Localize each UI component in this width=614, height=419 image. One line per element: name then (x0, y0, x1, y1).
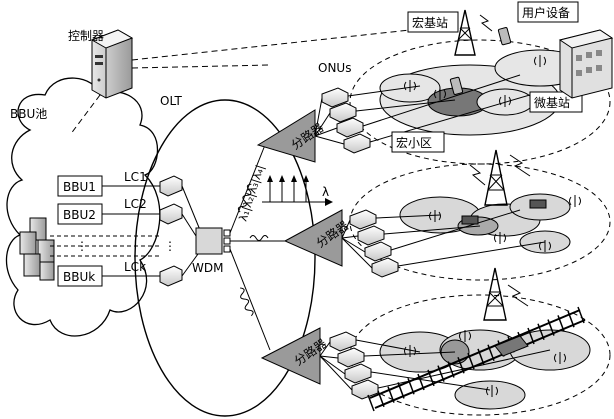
link-lc1-wdm (181, 185, 201, 231)
train-track-icon (367, 306, 586, 412)
bbu-pool-label: BBU池 (10, 107, 47, 121)
bbu1-label: BBU1 (63, 180, 96, 194)
splitter-onu-link (341, 237, 373, 269)
macro-station-box (407, 11, 459, 33)
splitter-onu-link (341, 219, 351, 239)
mid-tower-icon (484, 149, 508, 206)
onu-icon (343, 133, 371, 154)
olt-ellipse (134, 99, 316, 417)
splitter-onu-link (314, 112, 331, 137)
onu-cell-link (347, 85, 421, 97)
onu-icon (329, 102, 357, 123)
macro-cell-label: 宏小区 (396, 135, 432, 150)
macro-station-label: 宏基站 (412, 15, 448, 30)
onu-icon (329, 331, 357, 352)
lc2-label: LC2 (124, 197, 147, 211)
onus-label: ONUs (318, 61, 351, 75)
wireless-link-icon (479, 14, 493, 32)
lc-devices (159, 175, 183, 287)
signal-wave-1 (237, 183, 252, 213)
lc-dots: ⋮ (164, 239, 176, 253)
signal-wave-3 (240, 287, 254, 317)
user-device-label: 用户设备 (522, 5, 570, 20)
onu-icon (349, 209, 377, 230)
control-line-top (131, 29, 411, 61)
splitter-onu-link (341, 235, 359, 239)
splitter-onu-link (319, 355, 346, 375)
macro-tower-icon (454, 9, 476, 56)
wdm-port-3 (223, 245, 231, 253)
splitter-bottom: 分路器 (260, 327, 329, 385)
wdm-label: WDM (192, 261, 223, 275)
signal-wave-2 (249, 235, 269, 241)
splitter-onu-link (319, 341, 331, 357)
link-lc2-wdm (181, 213, 197, 237)
wireless-mid-1 (469, 164, 486, 186)
car-icon (461, 199, 547, 225)
onu-icon (364, 241, 392, 262)
building-icon (558, 29, 614, 99)
onu-cell-link (390, 209, 521, 251)
micro-station-box (529, 91, 583, 113)
lambda-label: λ (322, 185, 329, 199)
link-wdm-splitter3 (229, 248, 271, 351)
olt-label: OLT (160, 94, 182, 108)
train-icon (494, 335, 529, 357)
onu-cell-link (355, 339, 421, 353)
splitter-onu-link (341, 237, 366, 253)
onu-icon (351, 379, 379, 400)
antenna-icons (404, 55, 581, 397)
splitter-onu-link (319, 355, 353, 391)
wdm-box (195, 227, 223, 255)
phone-icon (449, 27, 512, 95)
link-wdm-splitter1 (229, 144, 266, 234)
onu-icon (336, 117, 364, 138)
bbuk-label: BBUk (63, 270, 95, 284)
micro-station-label: 微基站 (534, 96, 570, 110)
lck-label: LCk (124, 260, 146, 274)
micro-cell-bot-4 (454, 380, 526, 410)
onu-icon (357, 225, 385, 246)
splitter-mid: 分路器 (283, 209, 351, 267)
wireless-mid-2 (509, 154, 531, 177)
onu-icon (344, 363, 372, 384)
onu-cell-link (370, 371, 491, 391)
bbu2-label: BBU2 (63, 208, 96, 222)
control-line-olt (131, 64, 271, 69)
wireless-bottom (507, 284, 529, 307)
onu-cell-link (397, 241, 546, 267)
onu-icon (337, 347, 365, 368)
lambda-sequence-label: λ₁|λ₂|λ₃|λ₄| (236, 163, 266, 223)
splitter-onu-link (314, 135, 345, 145)
onu-icon (371, 257, 399, 278)
user-device-box (517, 1, 579, 23)
splitter-onu-link (314, 97, 323, 137)
wdm-port-1 (223, 229, 231, 237)
control-line-bbu (69, 94, 101, 136)
onu-groups (314, 74, 551, 400)
macro-cell-box (391, 131, 445, 153)
controller-server-icon (90, 29, 134, 99)
onu-icon (321, 87, 349, 108)
lc1-label: LC1 (124, 170, 147, 184)
link-lck-wdm (181, 253, 199, 277)
server-stack-icon (19, 217, 55, 281)
splitter-onu-link (314, 127, 338, 137)
wdm-port-2 (223, 237, 231, 245)
onu-cell-link (362, 74, 521, 127)
splitter-onu-link (319, 355, 339, 359)
spectrum-arrow (325, 198, 333, 206)
bottom-tower-icon (483, 267, 507, 321)
controller-label: 控制器 (68, 29, 104, 43)
